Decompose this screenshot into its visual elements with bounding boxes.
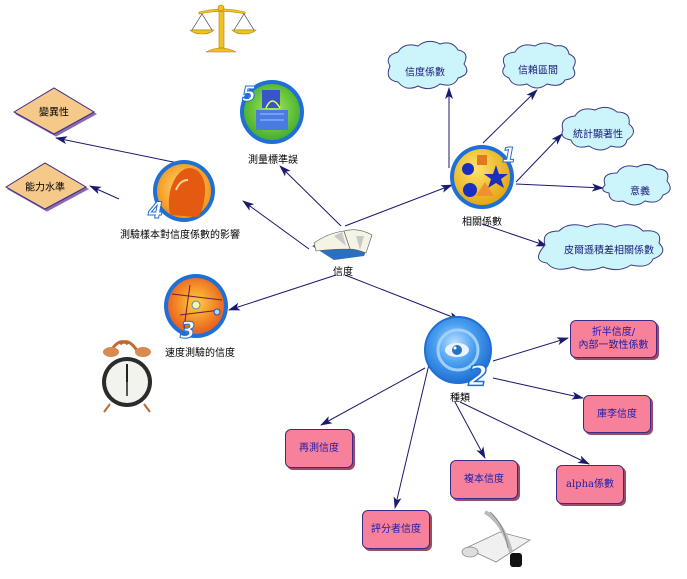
topic1-label[interactable]: 相關係數	[462, 217, 502, 228]
svg-text:1: 1	[502, 143, 516, 167]
type-alpha-box[interactable]: alpha係數	[556, 465, 624, 504]
topic3-label[interactable]: 速度測驗的信度	[165, 348, 235, 359]
cloud-shape[interactable]	[502, 42, 576, 89]
type-alpha-label: alpha係數	[566, 479, 614, 490]
cloud-significance-label[interactable]: 統計顯著性	[573, 129, 623, 141]
diamond-shape[interactable]	[5, 162, 88, 210]
connector-topic1-to-cloud-confidence-interval	[482, 89, 538, 144]
cloud-reliability-coefficient-label[interactable]: 信度係數	[405, 67, 445, 79]
connector-topic2-to-split-half	[492, 337, 569, 362]
cloud-confidence-interval-label[interactable]: 信賴區間	[518, 65, 558, 77]
cloud-shape[interactable]	[602, 163, 671, 206]
connector-central-to-topic1	[344, 184, 453, 227]
connector-topic2-to-test-retest	[320, 367, 426, 426]
cloud-pearson-label[interactable]: 皮爾遜積差相關係數	[564, 245, 654, 257]
connector-topic1-to-cloud-pearson	[481, 223, 548, 247]
type-rater-box[interactable]: 評分者信度	[362, 510, 430, 549]
topic4-label[interactable]: 測驗樣本對信度係數的影響	[120, 230, 240, 241]
type-split-half-line1: 折半信度/	[591, 327, 636, 338]
connector-central-to-topic3	[228, 274, 337, 311]
cloud-meaning-label[interactable]: 意義	[630, 186, 650, 198]
topic5-label[interactable]: 測量標準誤	[248, 155, 298, 166]
connectors	[55, 87, 604, 509]
connector-topic4-to-diamond-variability	[55, 136, 179, 164]
connector-central-to-topic2	[344, 274, 461, 321]
type-split-half-line2: 內部一致性係數	[578, 340, 649, 351]
diamond-shape[interactable]	[12, 87, 96, 135]
topic3-icon[interactable]: 3	[164, 274, 228, 345]
diamond-ability-level-label[interactable]: 能力水準	[25, 182, 65, 194]
svg-text:4: 4	[147, 199, 163, 224]
cloud-shape[interactable]	[387, 40, 468, 90]
type-rater-label: 評分者信度	[371, 524, 421, 535]
connector-topic1-to-cloud-significance	[515, 133, 563, 183]
svg-text:2: 2	[468, 359, 487, 392]
central-topic-label[interactable]: 信度	[333, 267, 353, 278]
diamond-shapes	[5, 87, 96, 210]
type-test-retest-label: 再測信度	[299, 443, 339, 454]
topic2-icon[interactable]: 2	[424, 316, 492, 393]
open-book-icon[interactable]	[312, 229, 373, 260]
connector-topic1-to-cloud-meaning	[515, 183, 604, 192]
balance-scale-icon	[189, 4, 257, 53]
connector-topic2-to-alternate-form	[454, 401, 486, 459]
connector-central-to-topic4	[242, 200, 310, 250]
type-test-retest-box[interactable]: 再測信度	[285, 429, 353, 468]
cloud-shapes	[387, 40, 671, 271]
svg-text:5: 5	[242, 82, 256, 106]
topic2-label[interactable]: 種類	[450, 393, 470, 404]
svg-text:3: 3	[180, 319, 195, 344]
topic5-icon[interactable]: 5	[240, 80, 304, 144]
type-split-half-box[interactable]: 折半信度/ 內部一致性係數	[570, 320, 657, 358]
alarm-clock-icon	[102, 340, 152, 413]
connector-topic2-to-alpha	[459, 401, 590, 465]
topic4-icon[interactable]: 4	[147, 160, 215, 225]
type-kr-label: 庫李信度	[597, 408, 637, 420]
connector-topic2-to-rater	[393, 359, 431, 509]
cloud-shape[interactable]	[561, 106, 634, 151]
quill-scroll-icon	[461, 510, 531, 567]
connector-topic2-to-kr	[492, 377, 584, 400]
connector-central-to-topic5	[279, 165, 342, 227]
topic1-icon[interactable]: 1	[450, 143, 516, 209]
type-kr-box[interactable]: 庫李信度	[583, 395, 651, 433]
cloud-shape[interactable]	[538, 223, 664, 271]
type-alternate-form-label: 複本信度	[464, 474, 504, 485]
diamond-variability-label[interactable]: 變異性	[39, 107, 69, 119]
connector-topic4-to-diamond-ability	[89, 185, 120, 200]
type-alternate-form-box[interactable]: 複本信度	[450, 460, 518, 499]
